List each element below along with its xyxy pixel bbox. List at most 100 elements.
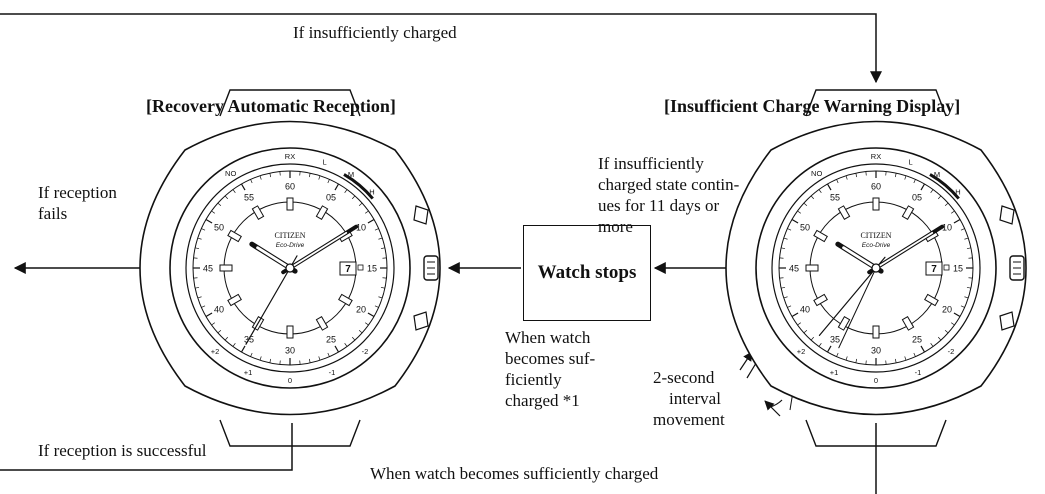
continues-label-line1: If insufficiently [598,154,704,173]
warning-watch-hour-index [901,316,915,331]
warning-watch-bezel-mark: 0 [874,376,878,385]
fail-label-line2: fails [38,204,68,223]
warning-heading: [Insufficient Charge Warning Display] [664,96,961,116]
warning-watch-pusher-top [999,205,1015,225]
recovery-heading: [Recovery Automatic Reception] [146,96,396,116]
warning-watch-second-hand-ghost [838,267,877,349]
warning-watch-brand: CITIZEN [860,231,891,240]
recovery-watch-pusher-bottom [413,311,429,331]
warning-watch-hand-pin [871,263,881,273]
warning-watch-bezel-mark: -2 [948,347,955,356]
recovery-watch-bezel-mark: H [369,188,374,197]
warning-watch-date-window [925,261,943,276]
warning-watch-numeral-25: 25 [912,335,922,345]
recovery-watch-hour-index [315,205,329,220]
warning-watch-numeral-20: 20 [942,305,952,315]
bottom-flow-label: When watch becomes sufficiently charged [370,464,659,483]
recovery-watch-numeral-45: 45 [203,264,213,274]
top-flow-label: If insufficiently charged [293,23,457,42]
recovery-watch-hour-index [286,325,294,339]
warning-watch-hour-index [813,229,828,243]
warning-watch-bezel-mark: +2 [797,347,806,356]
warning-watch-numeral-10: 10 [942,223,952,233]
recovery-watch-hour-index [315,316,329,331]
warning-watch-hour-index [837,205,851,220]
recovery-watch-numeral-20: 20 [356,305,366,315]
continues-label-line2: charged state contin- [598,175,740,194]
warning-watch-hour-index [805,264,819,272]
warning-watch-bezel-mark: L [909,157,913,166]
warning-watch-numeral-05: 05 [912,192,922,202]
success-label: If reception is successful [38,441,207,460]
warning-watch-model: Eco-Drive [862,242,891,249]
success-line [0,423,293,471]
recovery-watch-strap-bottom [219,419,361,447]
recovery-watch-bezel-mark: 0 [288,376,292,385]
warning-watch-numeral-60: 60 [871,182,881,192]
warning-watch-pusher-bottom [999,311,1015,331]
watch-stops-label: Watch stops [537,262,637,283]
recovery-watch-numeral-60: 60 [285,182,295,192]
recovery-watch-hour-index [219,264,233,272]
recovery-watch-bezel-mark: M [348,170,354,179]
recovery-watch-pusher-top [413,205,429,225]
recovery-watch-hour-index [227,293,242,307]
warning-watch-bezel-mark: M [934,170,940,179]
warning-watch-strap-bottom [805,419,947,447]
warning-watch-hour-index [813,293,828,307]
recovery-watch-bezel-mark: -2 [362,347,369,356]
interval-label-line1: 2-second [653,368,715,387]
interval-label-line3: movement [653,410,725,429]
warning-watch-numeral-15: 15 [953,264,963,274]
continues-label-line3: ues for 11 days or [598,196,720,215]
recovery-watch-numeral-55: 55 [244,192,254,202]
watch-stops-box: Watch stops [523,225,651,321]
recovery-watch-date-window [339,261,357,276]
recovery-watch-date: 7 [345,264,351,275]
warning-watch-hour-index [872,325,880,339]
warning-watch-strap-top [805,89,947,117]
recovery-watch-numeral-05: 05 [326,192,336,202]
fail-label-line1: If reception [38,183,117,202]
recovery-watch-numeral-15: 15 [367,264,377,274]
warning-watch-numeral-50: 50 [800,223,810,233]
recovery-watch-model: Eco-Drive [276,242,305,249]
recovery-watch-bezel-mark: NO [225,169,236,178]
recovery-watch-hour-index [338,293,353,307]
warning-watch-hour-index [837,316,851,331]
recovery-watch-hour-index [251,205,265,220]
warning-watch-hour-index [872,197,880,211]
top-flow-line [0,13,882,84]
recovery-watch-hand-pin [285,263,295,273]
recovery-watch-numeral-10: 10 [356,223,366,233]
recovery-watch-numeral-40: 40 [214,305,224,315]
recovery-watch-bezel-mark: RX [285,152,295,161]
recovery-watch-numeral-50: 50 [214,223,224,233]
warning-watch-numeral-35: 35 [830,335,840,345]
recovery-watch-numeral-25: 25 [326,335,336,345]
warning-watch-bezel-mark: H [955,188,960,197]
warning-watch-hour-index [901,205,915,220]
sufficient-small-line2: becomes suf- [505,349,596,368]
warning-watch-bezel-mark: RX [871,152,881,161]
recovery-watch-numeral-30: 30 [285,346,295,356]
sufficient-small-line1: When watch [505,328,591,347]
warning-watch-date: 7 [931,264,937,275]
recovery-watch-bezel-mark: +1 [244,368,253,377]
interval-label-line2: interval [669,389,721,408]
warning-watch-numeral-55: 55 [830,192,840,202]
warning-watch-bezel-mark: +1 [830,368,839,377]
recovery-watch-hour-index [286,197,294,211]
recovery-watch-hour-index [227,229,242,243]
recovery-watch-brand: CITIZEN [274,231,305,240]
warning-watch-bezel-mark: -1 [915,368,922,377]
recovery-watch-bezel-mark: -1 [329,368,336,377]
warning-watch-hour-index [924,293,939,307]
recovery-watch-strap-top [219,89,361,117]
sufficient-small-line4: charged *1 [505,391,580,410]
warning-watch-numeral-30: 30 [871,346,881,356]
continues-label-line4: more [598,217,633,236]
recovery-watch-bezel-mark: +2 [211,347,220,356]
